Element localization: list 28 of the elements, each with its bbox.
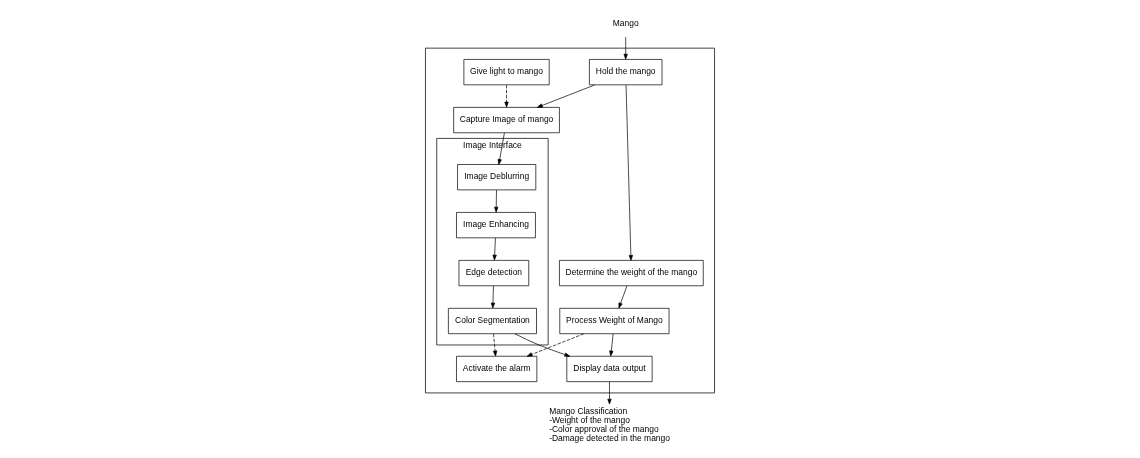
cluster	[425, 47, 715, 394]
arrow	[504, 84, 509, 108]
arrow	[618, 285, 628, 309]
arrow	[609, 333, 614, 357]
node-box: Color Segmentation	[448, 307, 537, 335]
arrow	[625, 84, 633, 261]
node-box: Process Weight of Mango	[559, 307, 670, 335]
node-box: Determine the weight of the mango	[559, 260, 704, 287]
node-box: Image Deblurring	[457, 164, 537, 191]
node-box: Give light to mango	[463, 59, 550, 86]
node-box: Hold the mango	[589, 59, 663, 86]
node-text: Mango Classification -Weight of the mango -Color approval of the mango -Damage detected in the mango	[549, 405, 670, 444]
arrow	[537, 84, 596, 108]
arrow	[607, 381, 612, 405]
node-box: Edge detection	[458, 260, 530, 287]
node-box: Display data output	[566, 355, 653, 382]
arrow	[492, 237, 497, 261]
arrow	[514, 333, 571, 357]
arrow	[494, 189, 499, 213]
arrow	[490, 285, 496, 309]
node-box: Activate the alarm	[456, 355, 538, 382]
node-text: Mango	[612, 18, 639, 29]
arrow	[623, 36, 628, 60]
node-box: Image Enhancing	[456, 212, 536, 239]
arrow	[497, 132, 505, 165]
arrow	[526, 333, 585, 357]
node-box: Capture Image of mango	[453, 107, 560, 134]
arrow	[493, 333, 498, 357]
